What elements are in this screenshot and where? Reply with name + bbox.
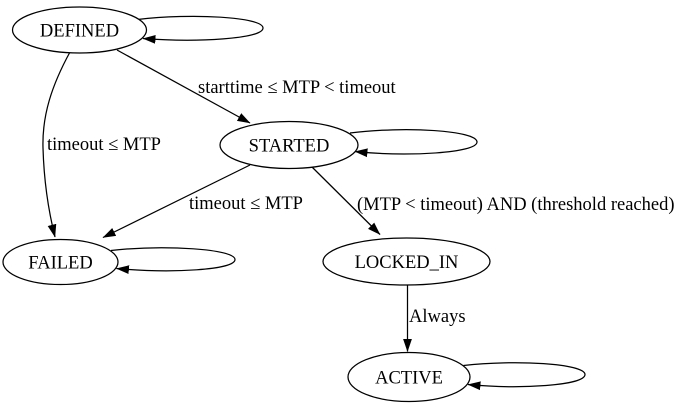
edge-started-self-loop: [349, 129, 478, 158]
node-defined: DEFINED: [11, 6, 148, 54]
node-failed-ellipse: [2, 238, 119, 286]
node-active: ACTIVE: [347, 351, 471, 403]
edge-label-started-failed: timeout ≤ MTP: [189, 194, 303, 214]
node-started-ellipse: [219, 120, 359, 170]
edge-started-to-locked-in: [311, 166, 381, 235]
node-active-ellipse: [347, 351, 471, 403]
edge-failed-self-loop: [110, 247, 236, 275]
edge-label-locked-in-active: Always: [409, 307, 466, 327]
node-locked-in: LOCKED_IN: [322, 237, 491, 286]
edge-defined-to-failed: [42, 51, 71, 238]
node-locked-in-ellipse: [322, 237, 491, 286]
edge-label-defined-failed: timeout ≤ MTP: [47, 135, 161, 155]
node-failed-label: FAILED: [28, 254, 92, 274]
edge-started-to-failed: [102, 164, 251, 239]
edge-label-defined-started: starttime ≤ MTP < timeout: [198, 78, 397, 98]
node-defined-ellipse: [11, 6, 148, 54]
edge-label-started-locked-in: (MTP < timeout) AND (threshold reached): [357, 195, 675, 215]
node-locked-in-label: LOCKED_IN: [355, 253, 459, 273]
node-active-label: ACTIVE: [375, 369, 443, 389]
node-failed: FAILED: [2, 238, 119, 286]
edge-defined-self-loop: [137, 15, 264, 44]
edge-defined-to-started: [116, 49, 251, 124]
node-defined-label: DEFINED: [40, 22, 119, 42]
edge-active-self-loop: [463, 362, 586, 391]
node-started-label: STARTED: [249, 137, 330, 157]
node-started: STARTED: [219, 120, 359, 170]
